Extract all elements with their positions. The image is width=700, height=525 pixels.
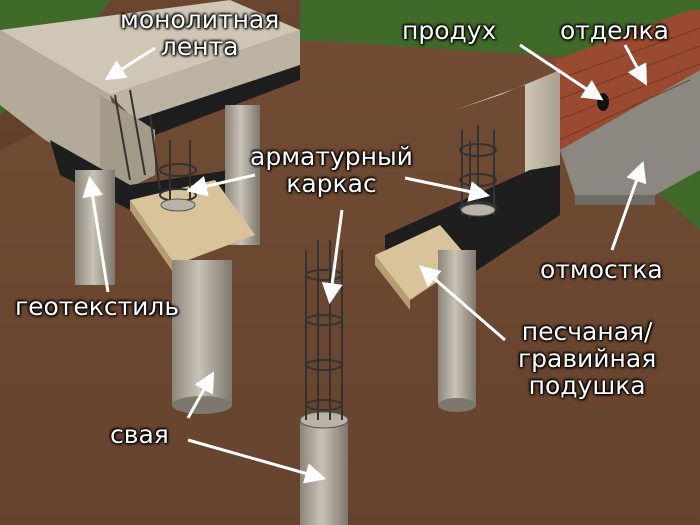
left-front-pile-base	[172, 396, 232, 414]
label-finish: отделка	[560, 17, 669, 44]
label-pile: свая	[110, 421, 169, 448]
label-blind-area: отмостка	[540, 256, 663, 283]
right-pile-base	[438, 398, 476, 412]
label-rebar-cage: арматурный каркас	[250, 143, 413, 197]
left-pile-top	[161, 199, 195, 211]
left-front-pile	[172, 260, 232, 405]
right-pile	[438, 250, 476, 405]
label-vent: продух	[402, 17, 496, 44]
blind-area-edge	[575, 195, 655, 205]
label-monolithic-strip: монолитная лента	[120, 6, 279, 60]
label-sand-gravel-cushion: песчаная/ гравийная подушка	[518, 318, 656, 399]
center-pile-top	[300, 412, 348, 428]
left-far-pile	[75, 170, 115, 285]
right-pile-top	[461, 204, 495, 216]
label-geotextile: геотекстиль	[15, 293, 179, 320]
